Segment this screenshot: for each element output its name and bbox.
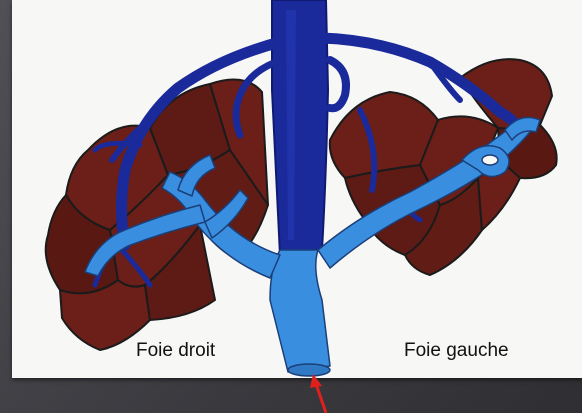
- left-lobe-label: Foie gauche: [404, 340, 509, 362]
- red-arrow-icon: [310, 374, 326, 413]
- portal-vein-lumen: [482, 155, 498, 165]
- left-hepatic-vein-branch: [330, 60, 346, 108]
- right-lobe-label: Foie droit: [136, 340, 215, 362]
- portal-vein-trunk: [270, 250, 330, 372]
- portal-vein-opening: [288, 364, 330, 376]
